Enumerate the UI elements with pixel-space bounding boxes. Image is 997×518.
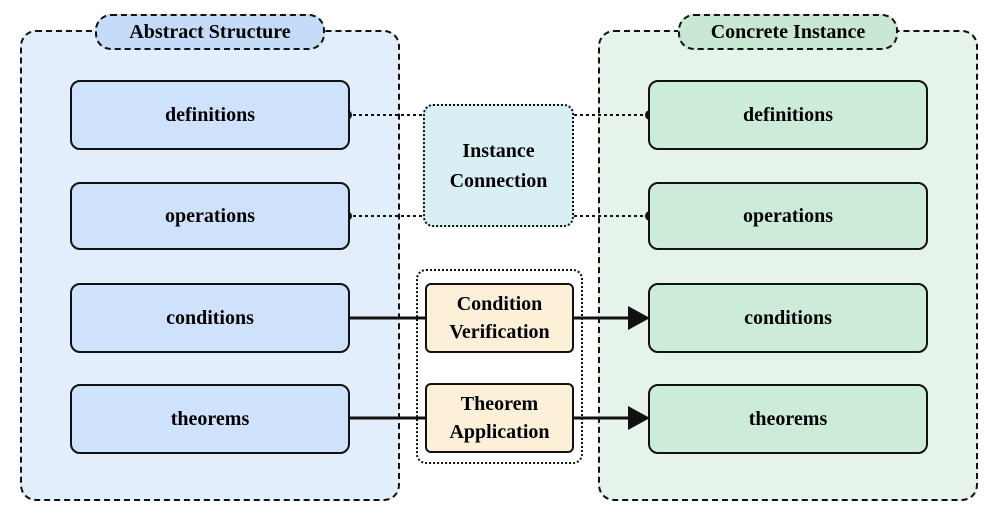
abstract-theorems-node: theorems [70, 384, 350, 454]
instance-connection-box: Instance Connection [423, 104, 574, 227]
concrete-definitions-node: definitions [648, 80, 928, 150]
concrete-theorems-node: theorems [648, 384, 928, 454]
condition-verification-line1: Condition [456, 293, 543, 315]
theorem-application-box: Theorem Application [425, 383, 574, 453]
condition-verification-line2: Verification [449, 321, 550, 343]
condition-verification-box: Condition Verification [425, 283, 574, 353]
abstract-structure-title: Abstract Structure [95, 14, 325, 50]
abstract-definitions-node: definitions [70, 80, 350, 150]
concrete-instance-title: Concrete Instance [678, 14, 898, 50]
arrowhead-theorems [628, 406, 650, 430]
instance-connection-line2: Connection [449, 169, 548, 192]
instance-connection-line1: Instance [462, 139, 535, 162]
theorem-application-line1: Theorem [460, 393, 539, 415]
arrowhead-conditions [628, 306, 650, 330]
concrete-conditions-node: conditions [648, 283, 928, 353]
process-steps-group [416, 269, 583, 464]
theorem-application-line2: Application [449, 421, 550, 443]
abstract-conditions-node: conditions [70, 283, 350, 353]
concrete-operations-node: operations [648, 182, 928, 250]
abstract-operations-node: operations [70, 182, 350, 250]
